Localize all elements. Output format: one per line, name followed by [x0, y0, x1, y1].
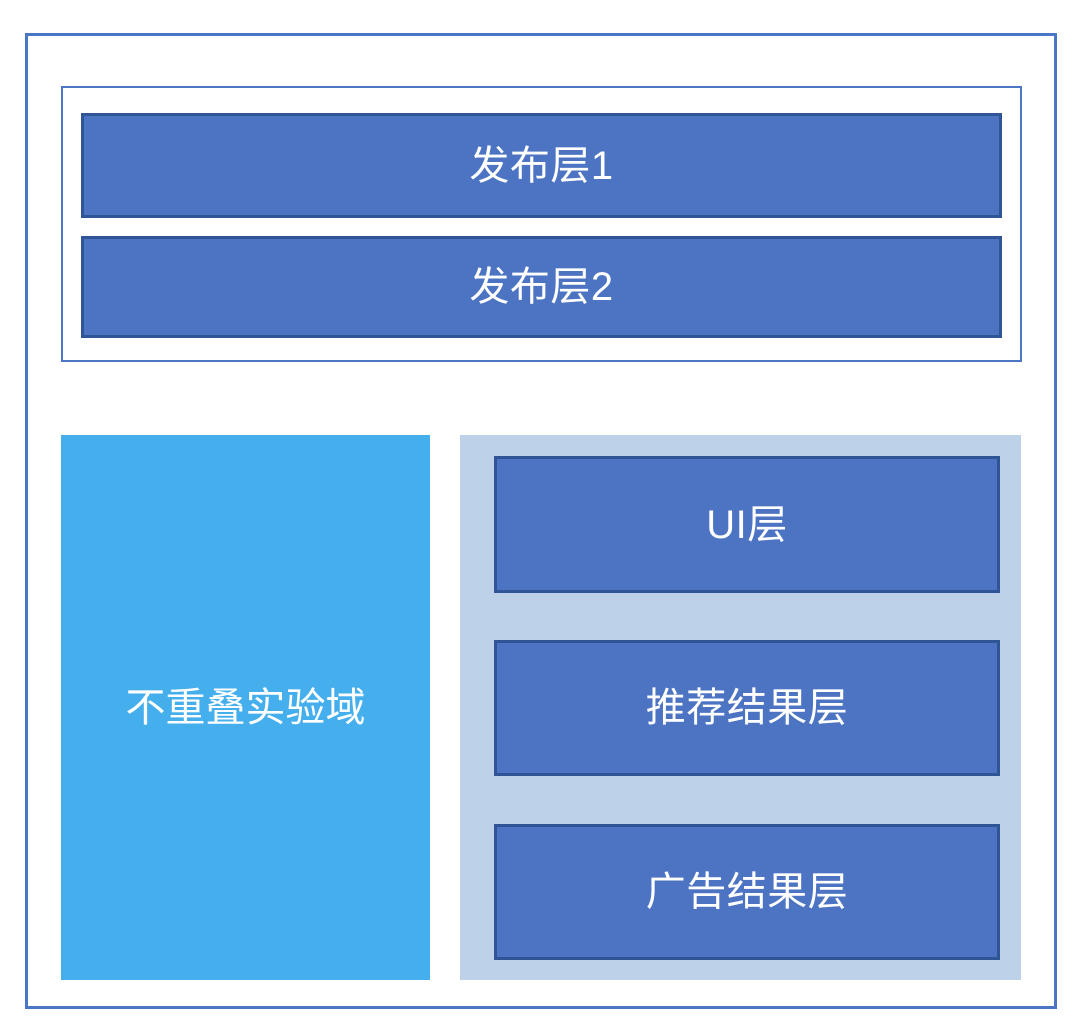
non-overlap-domain-label: 不重叠实验域 [125, 685, 366, 730]
publish-layer-2-label: 发布层2 [469, 265, 614, 309]
non-overlap-domain-block[interactable]: 不重叠实验域 [61, 435, 430, 980]
publish-layer-1-block[interactable]: 发布层1 [81, 113, 1002, 218]
outer-frame: 发布层1 发布层2 不重叠实验域 UI层 推荐结果层 广告结果层 [25, 33, 1057, 1009]
publish-layer-1-label: 发布层1 [469, 143, 614, 188]
publish-layer-group: 发布层1 发布层2 [61, 86, 1022, 362]
recommendation-result-layer-block[interactable]: 推荐结果层 [494, 640, 1000, 776]
ad-result-layer-block[interactable]: 广告结果层 [494, 824, 1000, 960]
layered-experiment-domain: UI层 推荐结果层 广告结果层 [460, 435, 1021, 980]
recommendation-result-layer-label: 推荐结果层 [645, 686, 849, 730]
ui-layer-block[interactable]: UI层 [494, 456, 1000, 593]
ui-layer-label: UI层 [706, 502, 788, 547]
ad-result-layer-label: 广告结果层 [645, 870, 849, 914]
publish-layer-2-block[interactable]: 发布层2 [81, 236, 1002, 338]
